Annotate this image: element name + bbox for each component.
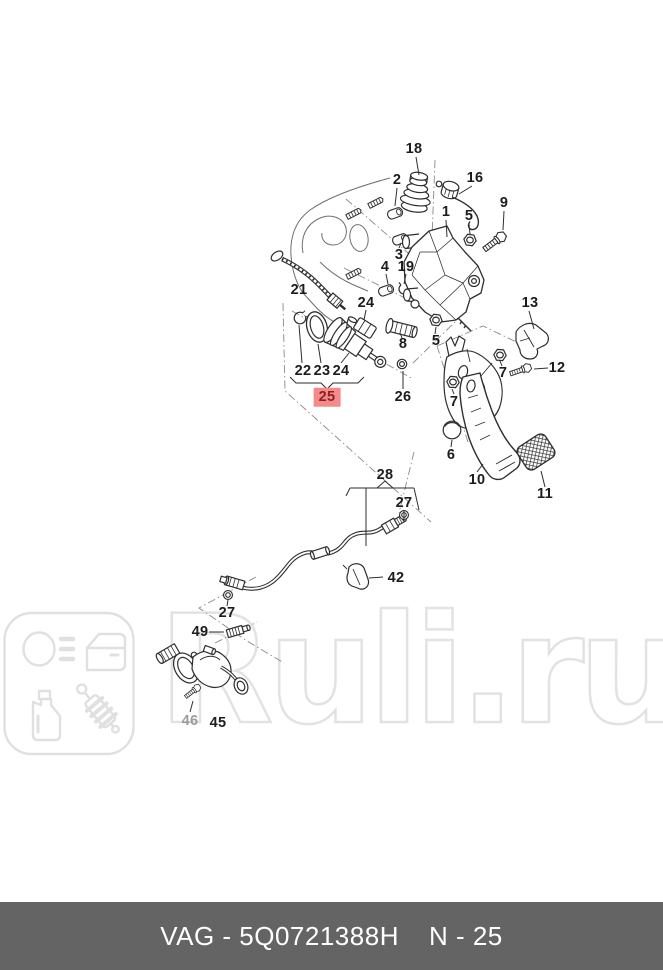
- part-27-oring: [398, 509, 410, 521]
- stud-screw: [345, 267, 363, 280]
- part-23-seal: [305, 311, 329, 343]
- part-22-circlip: [293, 310, 310, 325]
- shock-absorber-icon: [76, 683, 120, 734]
- part-26-oring: [396, 358, 408, 370]
- pedal-mount-bracket: [443, 335, 503, 430]
- part-label-5: 5: [464, 207, 474, 224]
- part-label-27: 27: [395, 494, 413, 511]
- part-5-nut: [462, 233, 478, 247]
- headlight-icon: [22, 631, 76, 667]
- part-label-26: 26: [394, 388, 412, 405]
- car-door-icon: [85, 632, 127, 672]
- part-label-8: 8: [398, 335, 408, 352]
- oil-canister-icon: [31, 689, 62, 742]
- part-label-25: 25: [313, 387, 341, 407]
- watermark-logo: [3, 611, 135, 756]
- part-label-3: 3: [394, 246, 404, 263]
- stud-screw: [367, 196, 385, 209]
- part-label-10: 10: [468, 471, 486, 488]
- part-label-1: 1: [441, 203, 451, 220]
- part-label-12: 12: [548, 359, 566, 376]
- part-label-16: 16: [466, 169, 484, 186]
- stud-screw: [345, 207, 363, 220]
- footer-bar: VAG - 5Q0721388H N - 25: [0, 902, 663, 970]
- part-1-bracket: [401, 225, 485, 332]
- part-23-master-cylinder: [323, 316, 387, 368]
- part-12-bolt: [508, 361, 533, 379]
- part-13-clip: [515, 322, 549, 360]
- part-2-bushing: [385, 206, 405, 221]
- part-label-7: 7: [498, 364, 508, 381]
- part-label-23: 23: [313, 362, 331, 379]
- part-label-9: 9: [499, 194, 509, 211]
- footer-part-number: VAG - 5Q0721388H: [160, 920, 399, 951]
- part-label-22: 22: [294, 362, 312, 379]
- part-8-pin: [385, 317, 418, 339]
- part-label-2: 2: [392, 171, 402, 188]
- part-label-13: 13: [521, 294, 539, 311]
- part-27-oring: [222, 589, 234, 601]
- part-16-cap: [435, 180, 480, 231]
- part-label-49: 49: [191, 623, 209, 640]
- part-3-bushing: [390, 232, 410, 247]
- part-42-clip: [342, 563, 370, 590]
- part-10-pedal: [459, 372, 521, 481]
- watermark-text: Ruli.ru: [157, 583, 663, 760]
- part-19-clip: [398, 280, 410, 295]
- footer-page-number: N - 25: [428, 920, 503, 951]
- part-9-bolt: [480, 229, 509, 255]
- part-11-pedal-pad: [516, 433, 556, 471]
- part-label-24: 24: [357, 294, 375, 311]
- part-label-24: 24: [332, 362, 350, 379]
- construction-lines: [198, 159, 532, 664]
- body-panel-outline: [290, 177, 391, 324]
- part-4-bushing: [376, 283, 396, 298]
- leader-lines: [189, 156, 549, 713]
- part-18-boot: [399, 171, 431, 213]
- part-7-nut: [445, 375, 461, 389]
- part-24-clamp: [353, 317, 377, 339]
- part-label-27: 27: [218, 604, 236, 621]
- part-label-45: 45: [209, 714, 227, 731]
- part-46-bolt: [182, 682, 203, 701]
- part-label-5: 5: [431, 332, 441, 349]
- part-label-4: 4: [380, 258, 390, 275]
- part-label-7: 7: [449, 393, 459, 410]
- part-label-19: 19: [397, 258, 415, 275]
- part-label-28: 28: [376, 466, 394, 483]
- part-label-42: 42: [387, 569, 405, 586]
- part-7-nut: [492, 348, 508, 362]
- part-6-cap: [442, 420, 462, 440]
- part-5-nut: [428, 313, 444, 327]
- part-label-21: 21: [290, 281, 308, 298]
- part-49-fitting: [225, 624, 251, 639]
- part-label-18: 18: [405, 140, 423, 157]
- part-28-pipe: [219, 514, 407, 591]
- part-label-46: 46: [181, 712, 199, 729]
- part-label-11: 11: [537, 485, 553, 502]
- part-label-6: 6: [446, 446, 456, 463]
- part-45-slave-cylinder: [155, 643, 249, 695]
- part-21-cable: [270, 250, 347, 311]
